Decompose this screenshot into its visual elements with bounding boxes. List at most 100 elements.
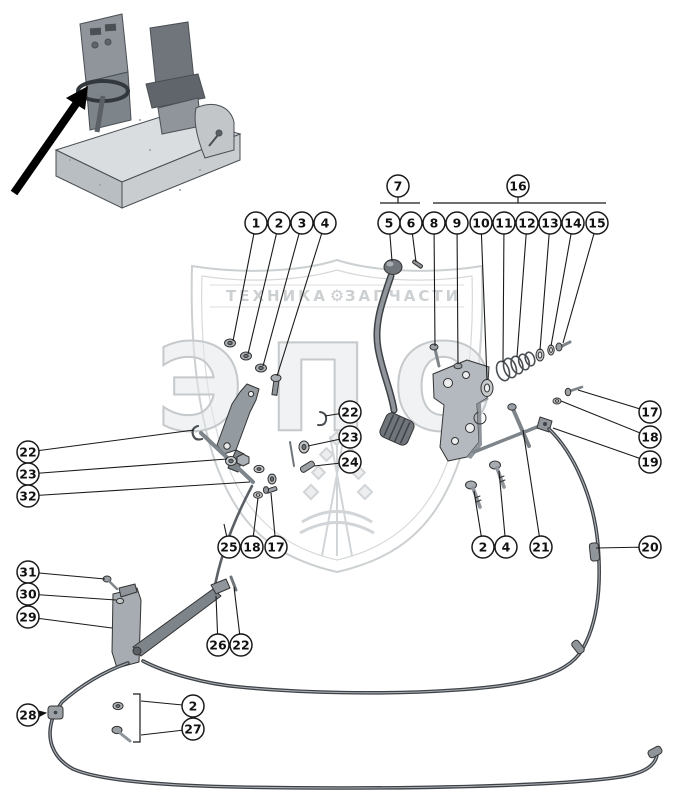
cable-clamp bbox=[47, 705, 64, 720]
callout-number-1: 1 bbox=[252, 216, 261, 231]
callout-number-23: 23 bbox=[341, 430, 358, 445]
callout-number-12: 12 bbox=[518, 216, 535, 231]
clamp-fasteners bbox=[111, 701, 132, 743]
callout-17: 17 bbox=[264, 535, 288, 559]
callout-number-22: 22 bbox=[232, 638, 249, 653]
callout-26: 26 bbox=[206, 633, 230, 657]
callout-circle-26 bbox=[206, 633, 230, 657]
callout-17: 17 bbox=[638, 400, 662, 424]
callout-circle-30 bbox=[16, 582, 40, 606]
bracket-group-7 bbox=[380, 197, 420, 204]
callout-number-30: 30 bbox=[19, 587, 37, 602]
callout-circle-24 bbox=[338, 450, 362, 474]
leader-line-8 bbox=[433, 222, 436, 347]
callout-32: 32 bbox=[16, 484, 40, 508]
callout-number-29: 29 bbox=[19, 610, 36, 625]
callout-8: 8 bbox=[422, 211, 446, 235]
callout-circle-4 bbox=[313, 211, 337, 235]
callout-number-14: 14 bbox=[564, 216, 582, 231]
callout-18: 18 bbox=[638, 425, 662, 449]
pin-21 bbox=[507, 403, 531, 448]
callout-10: 10 bbox=[469, 211, 493, 235]
callout-23: 23 bbox=[16, 462, 40, 486]
callout-number-22: 22 bbox=[341, 405, 358, 420]
callout-circle-18 bbox=[638, 425, 662, 449]
callout-circle-6 bbox=[399, 211, 423, 235]
callout-number-18: 18 bbox=[641, 430, 658, 445]
leader-line-2 bbox=[247, 222, 280, 355]
callout-circle-10 bbox=[469, 211, 493, 235]
callout-circle-28 bbox=[16, 703, 40, 727]
mounting-plate bbox=[432, 359, 490, 462]
callout-circle-2 bbox=[471, 535, 495, 559]
callout-number-25: 25 bbox=[220, 540, 237, 555]
leader-line-30 bbox=[27, 593, 117, 601]
spring-hardware bbox=[535, 340, 572, 362]
callout-circle-18 bbox=[240, 535, 264, 559]
leader-line-22 bbox=[27, 429, 195, 453]
callout-number-16: 16 bbox=[509, 179, 527, 194]
callout-27: 27 bbox=[181, 717, 205, 741]
leader-line-19 bbox=[552, 427, 651, 463]
callout-number-17: 17 bbox=[267, 540, 284, 555]
callout-circle-12 bbox=[515, 211, 539, 235]
callout-circle-8 bbox=[422, 211, 446, 235]
mid-parts bbox=[289, 411, 328, 473]
callout-circle-13 bbox=[538, 211, 562, 235]
leader-line-32 bbox=[27, 481, 251, 497]
callout-circle-29 bbox=[16, 605, 40, 629]
callout-7: 7 bbox=[386, 174, 410, 198]
callout-circle-4 bbox=[494, 535, 518, 559]
callout-number-18: 18 bbox=[243, 540, 260, 555]
callout-circle-9 bbox=[445, 211, 469, 235]
leader-line-14 bbox=[550, 222, 574, 347]
leader-line-17 bbox=[577, 389, 651, 413]
callout-18: 18 bbox=[240, 535, 264, 559]
callout-number-3: 3 bbox=[298, 216, 307, 231]
callout-number-22: 22 bbox=[19, 445, 36, 460]
callout-circle-3 bbox=[290, 211, 314, 235]
callout-circle-14 bbox=[561, 211, 585, 235]
callout-9: 9 bbox=[445, 211, 469, 235]
callout-circle-15 bbox=[585, 211, 609, 235]
return-spring bbox=[495, 351, 536, 382]
fender bbox=[194, 104, 235, 159]
callout-6: 6 bbox=[399, 211, 423, 235]
pull-rod bbox=[191, 424, 255, 484]
leader-line-4 bbox=[276, 222, 326, 377]
callout-circle-7 bbox=[386, 174, 410, 198]
callout-24: 24 bbox=[338, 450, 362, 474]
callout-11: 11 bbox=[492, 211, 516, 235]
leader-line-12 bbox=[516, 222, 528, 358]
callout-circle-16 bbox=[506, 174, 530, 198]
callout-23: 23 bbox=[338, 425, 362, 449]
bellcrank-assembly bbox=[102, 575, 238, 669]
callout-number-15: 15 bbox=[588, 216, 605, 231]
callout-circle-32 bbox=[16, 484, 40, 508]
leader-line-23 bbox=[27, 458, 228, 475]
callout-circle-11 bbox=[492, 211, 516, 235]
cab-illustration bbox=[54, 13, 242, 209]
pointer-arrow-icon bbox=[10, 86, 88, 196]
callout-number-10: 10 bbox=[472, 216, 490, 231]
callout-circle-17 bbox=[638, 400, 662, 424]
callout-number-5: 5 bbox=[385, 216, 394, 231]
callout-2: 2 bbox=[471, 535, 495, 559]
watermark: ТЕХНИКА ⚙ ЗАПЧАСТИ ЭПО bbox=[155, 258, 495, 574]
leader-line-29 bbox=[27, 616, 113, 629]
callout-circle-27 bbox=[181, 717, 205, 741]
callout-number-23: 23 bbox=[19, 467, 36, 482]
parts-drawing bbox=[47, 259, 663, 790]
callout-4: 4 bbox=[313, 211, 337, 235]
callout-15: 15 bbox=[585, 211, 609, 235]
callout-circle-23 bbox=[338, 425, 362, 449]
callout-28: 28 bbox=[16, 703, 40, 727]
callout-number-2: 2 bbox=[479, 540, 488, 555]
callout-circle-20 bbox=[638, 535, 662, 559]
callout-number-9: 9 bbox=[453, 216, 462, 231]
callout-number-13: 13 bbox=[541, 216, 558, 231]
callout-number-4: 4 bbox=[502, 540, 511, 555]
callout-number-4: 4 bbox=[321, 216, 330, 231]
